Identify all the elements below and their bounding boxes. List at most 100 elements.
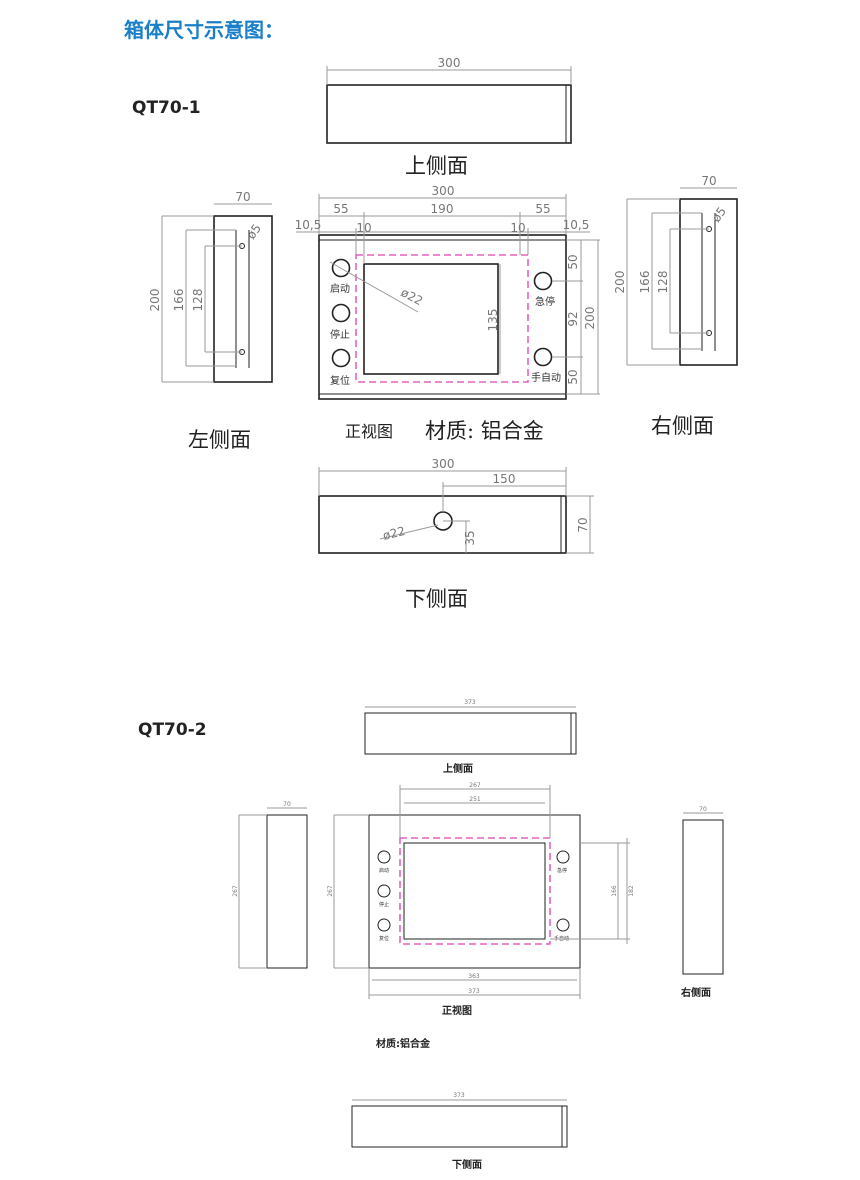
left-hole-size: ø5	[244, 221, 264, 241]
left-depth-dim: 70	[235, 190, 250, 204]
qt70-1-left-view: 70 200 166 128 ø5	[148, 190, 273, 383]
top-view-label-2: 上侧面	[443, 764, 473, 775]
front-window-cutout-2	[399, 837, 551, 945]
qt70-1-bottom-view: 300 150 70 35 ø22	[318, 457, 594, 554]
top-view-box	[326, 84, 572, 144]
bottom-depth-dim: 70	[576, 517, 590, 532]
front-view-box	[318, 234, 567, 400]
qt70-1-top-view: 300	[326, 56, 572, 144]
right-view-label: 右侧面	[651, 414, 714, 438]
window-height-dim: 135	[486, 309, 500, 332]
right-hole-dim-128: 128	[656, 271, 670, 294]
right-view-label-2: 右侧面	[681, 988, 711, 999]
right-height-dim: 200	[613, 271, 627, 294]
window-h1-dim-2: 166	[611, 885, 618, 897]
front-window-cutout	[355, 254, 529, 383]
left-height-dim-2: 267	[232, 885, 239, 897]
button-reset-label-2: 复位	[379, 935, 389, 942]
bottom-offset-dim: 150	[493, 472, 516, 486]
button-stop	[331, 303, 351, 323]
front-margin-left: 55	[333, 202, 348, 216]
left-view-box	[213, 215, 273, 383]
qt70-1-right-view: 70 200 166 128 ø5	[613, 174, 738, 366]
material-label-2: 材质:铝合金	[376, 1039, 430, 1050]
front-spacing-mid: 92	[566, 311, 580, 326]
window-outer-dim-2: 267	[469, 782, 481, 789]
page-title: 箱体尺寸示意图：	[124, 18, 284, 42]
front-edge-left: 10,5	[295, 218, 322, 232]
left-height-dim: 200	[148, 289, 162, 312]
button-auto-manual-label: 手自动	[531, 371, 561, 384]
button-start-2	[377, 850, 391, 864]
bottom-view-box-2	[351, 1105, 568, 1148]
qt70-2-front-view: 启动 停止 复位 急停 手自动 267 251 267 166 182 363 …	[327, 782, 635, 999]
front-inner-right: 10	[510, 221, 525, 235]
left-depth-dim-2: 70	[283, 801, 291, 808]
qt70-2-top-view: 373	[364, 699, 577, 755]
front-height-dim-2: 267	[327, 885, 334, 897]
button-stop-2	[377, 884, 391, 898]
window-h2-dim-2: 182	[628, 885, 635, 897]
front-view-label: 正视图	[345, 422, 394, 441]
button-start-label: 启动	[330, 282, 350, 295]
bottom-width-dim-2: 373	[453, 1092, 465, 1099]
front-spacing-bottom: 50	[566, 369, 580, 384]
button-stop-label: 停止	[330, 328, 350, 341]
front-height-dim: 200	[583, 307, 597, 330]
button-auto-manual-2	[556, 918, 570, 932]
button-emergency-stop-2	[556, 850, 570, 864]
button-reset-2	[377, 918, 391, 932]
right-view-box-2	[682, 819, 724, 975]
left-view-box-2	[266, 814, 308, 969]
model-name-qt70-1: QT70-1	[132, 98, 201, 118]
qt70-2-bottom-view: 373	[351, 1092, 568, 1148]
qt70-1-front-view: 启动 停止 复位 急停 手自动 ø22 300 55 190 55 10,5 1…	[295, 184, 600, 400]
material-label: 材质: 铝合金	[425, 419, 544, 443]
right-view-box	[679, 198, 738, 366]
bottom-view-label-2: 下侧面	[452, 1160, 482, 1171]
qt70-2-right-view: 70	[682, 806, 724, 975]
front-view-label-2: 正视图	[442, 1006, 472, 1017]
button-emergency-stop	[533, 271, 553, 291]
button-start-label-2: 启动	[379, 867, 389, 874]
bottom-width-dim: 300	[432, 457, 455, 471]
button-reset-label: 复位	[330, 374, 350, 387]
front-spacing-top: 50	[566, 254, 580, 269]
front-inner-left: 10	[356, 221, 371, 235]
inner-width-dim-2: 363	[468, 973, 480, 980]
right-inner-dim-166: 166	[638, 271, 652, 294]
bottom-hole-leader	[379, 524, 439, 540]
front-screen	[363, 263, 499, 375]
button-start	[331, 258, 351, 278]
button-diameter-leader	[329, 261, 419, 313]
window-inner-dim-2: 251	[469, 796, 481, 803]
left-inner-dim-166: 166	[172, 289, 186, 312]
right-depth-dim: 70	[701, 174, 716, 188]
top-view-box-2	[364, 712, 577, 755]
bottom-hole-diameter: ø22	[381, 524, 406, 543]
qt70-2-left-view: 70 267	[232, 801, 308, 969]
right-depth-dim-2: 70	[699, 806, 707, 813]
width-dim-2: 373	[468, 988, 480, 995]
button-auto-manual	[533, 347, 553, 367]
button-diameter-dim: ø22	[399, 285, 426, 308]
left-hole-dim-128: 128	[191, 289, 205, 312]
top-width-dim-2: 373	[464, 699, 476, 706]
top-width-dim: 300	[438, 56, 461, 70]
front-edge-right: 10,5	[563, 218, 590, 232]
button-emergency-label: 急停	[535, 295, 555, 308]
right-hole-size: ø5	[709, 204, 729, 224]
front-screen-2	[403, 842, 546, 940]
front-window-width: 190	[431, 202, 454, 216]
button-reset	[331, 348, 351, 368]
button-stop-label-2: 停止	[379, 901, 389, 908]
bottom-view-label: 下侧面	[405, 587, 468, 611]
button-emergency-label-2: 急停	[557, 867, 567, 874]
bottom-hole-height-dim: 35	[463, 530, 477, 545]
top-view-label: 上侧面	[405, 154, 468, 178]
left-view-label: 左侧面	[188, 428, 251, 452]
front-width-dim: 300	[432, 184, 455, 198]
front-margin-right: 55	[535, 202, 550, 216]
model-name-qt70-2: QT70-2	[138, 720, 207, 740]
